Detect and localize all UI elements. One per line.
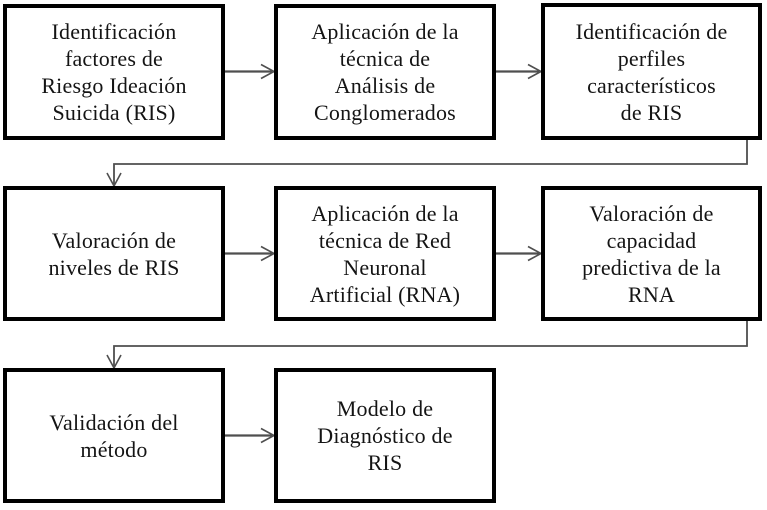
arrow-box4-to-box5 [225, 245, 276, 262]
box-label: Aplicación de la técnica de Red Neuronal… [309, 200, 461, 307]
box-label: Valoración de niveles de RIS [48, 227, 180, 280]
box-label: Validación del método [49, 409, 179, 462]
arrow-box7-to-box8 [225, 427, 276, 444]
box-label: Aplicación de la técnica de Análisis de … [311, 19, 459, 125]
arrow-box2-to-box3 [496, 63, 543, 80]
arrow-box1-to-box2 [225, 63, 276, 80]
connector-box3-to-box4 [106, 140, 748, 188]
flowchart-box-valoracion-niveles: Valoración de niveles de RIS [3, 186, 225, 321]
flowchart-box-modelo-diagnostico: Modelo de Diagnóstico de RIS [274, 368, 496, 503]
flowchart-box-tecnica-rna: Aplicación de la técnica de Red Neuronal… [274, 186, 496, 321]
flowchart-box-tecnica-conglomerados: Aplicación de la técnica de Análisis de … [274, 4, 496, 140]
flowchart-box-perfiles-caracteristicos: Identificación de perfiles característic… [541, 3, 762, 140]
flowchart-box-identificacion-factores: Identificación factores de Riesgo Ideaci… [3, 4, 225, 140]
connector-box6-to-box7 [106, 321, 748, 370]
box-label: Identificación de perfiles característic… [575, 18, 728, 125]
arrow-box5-to-box6 [496, 245, 543, 262]
box-label: Modelo de Diagnóstico de RIS [317, 396, 453, 475]
box-label: Valoración de capacidad predictiva de la… [582, 200, 721, 307]
flowchart-box-validacion-metodo: Validación del método [3, 368, 225, 503]
flowchart-box-valoracion-capacidad: Valoración de capacidad predictiva de la… [541, 186, 762, 321]
box-label: Identificación factores de Riesgo Ideaci… [41, 19, 187, 125]
